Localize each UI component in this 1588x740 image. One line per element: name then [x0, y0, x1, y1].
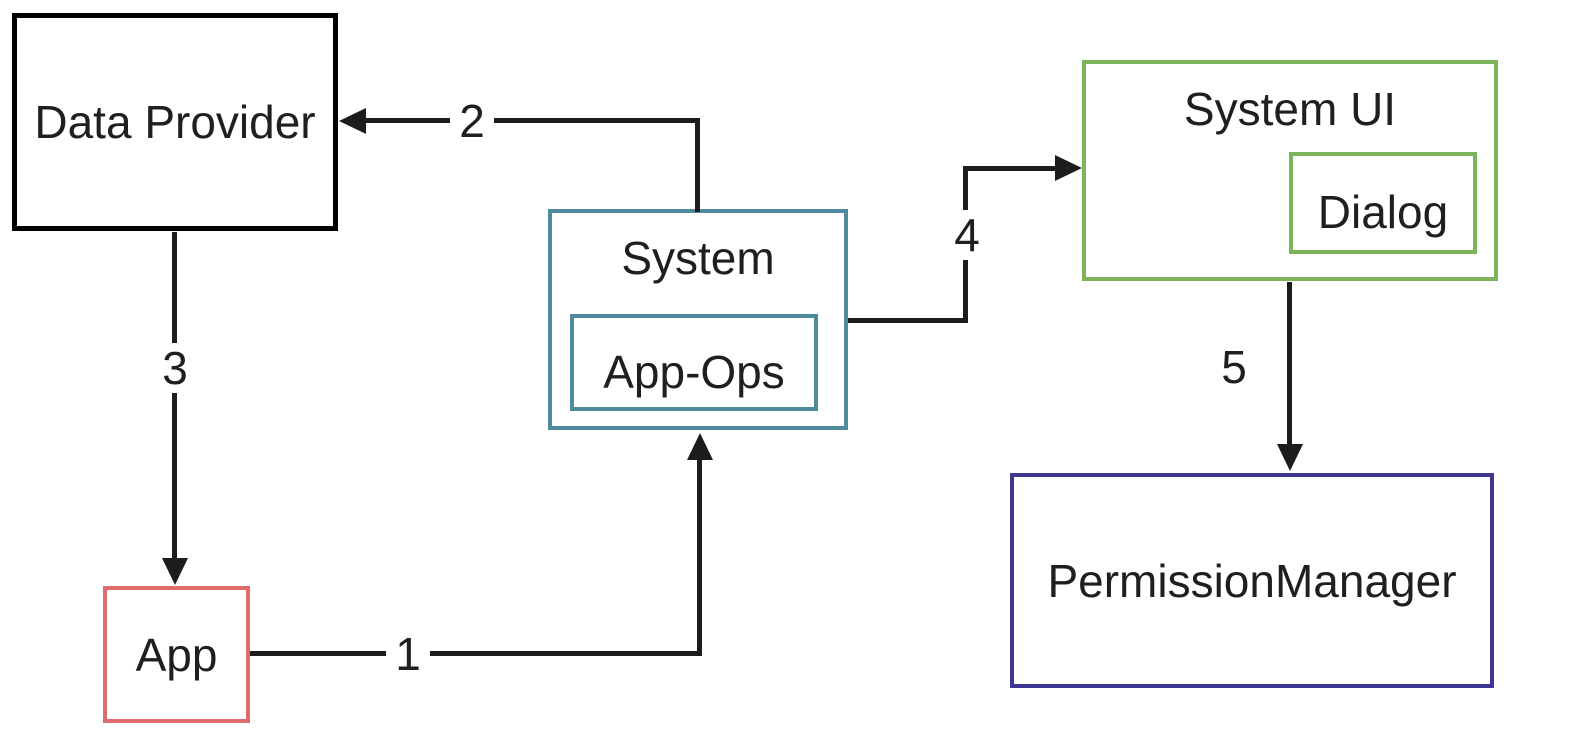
- edge-3-arrowhead-down-icon: [162, 558, 188, 585]
- node-app: App: [103, 586, 250, 723]
- node-data-provider: Data Provider: [12, 13, 338, 231]
- node-permission-manager-label: PermissionManager: [1047, 554, 1457, 607]
- edge-5-arrowhead-down-icon: [1277, 444, 1303, 471]
- edge-4-segment-horizontal-upper: [963, 166, 1057, 171]
- node-app-ops-label: App-Ops: [603, 345, 785, 398]
- edge-2-segment-horizontal: [362, 118, 700, 123]
- edge-4-label: 4: [945, 210, 989, 260]
- node-app-label: App: [135, 628, 218, 681]
- edge-1-segment-horizontal: [250, 651, 702, 656]
- node-system-ui: System UI Dialog: [1082, 60, 1498, 281]
- node-system-label: System: [621, 232, 775, 284]
- node-system-ui-label: System UI: [1183, 83, 1397, 135]
- node-system: System App-Ops: [548, 209, 848, 430]
- edge-1-label: 1: [386, 629, 430, 679]
- edge-1-segment-vertical: [697, 455, 702, 656]
- edge-3-label: 3: [153, 343, 197, 393]
- edge-5-label: 5: [1212, 342, 1256, 392]
- node-dialog: Dialog: [1289, 152, 1477, 254]
- node-app-ops: App-Ops: [570, 314, 818, 411]
- edge-5-segment-vertical: [1287, 282, 1292, 446]
- node-permission-manager: PermissionManager: [1010, 473, 1494, 688]
- edge-4-segment-horizontal-lower: [848, 318, 968, 323]
- edge-2-arrowhead-left-icon: [339, 108, 366, 134]
- edge-2-segment-vertical: [695, 118, 700, 212]
- node-dialog-label: Dialog: [1317, 186, 1449, 238]
- edge-4-arrowhead-right-icon: [1055, 155, 1082, 181]
- node-data-provider-label: Data Provider: [34, 96, 316, 148]
- edge-3-segment-vertical: [172, 232, 177, 562]
- edge-2-label: 2: [450, 96, 494, 146]
- edge-1-arrowhead-up-icon: [687, 433, 713, 460]
